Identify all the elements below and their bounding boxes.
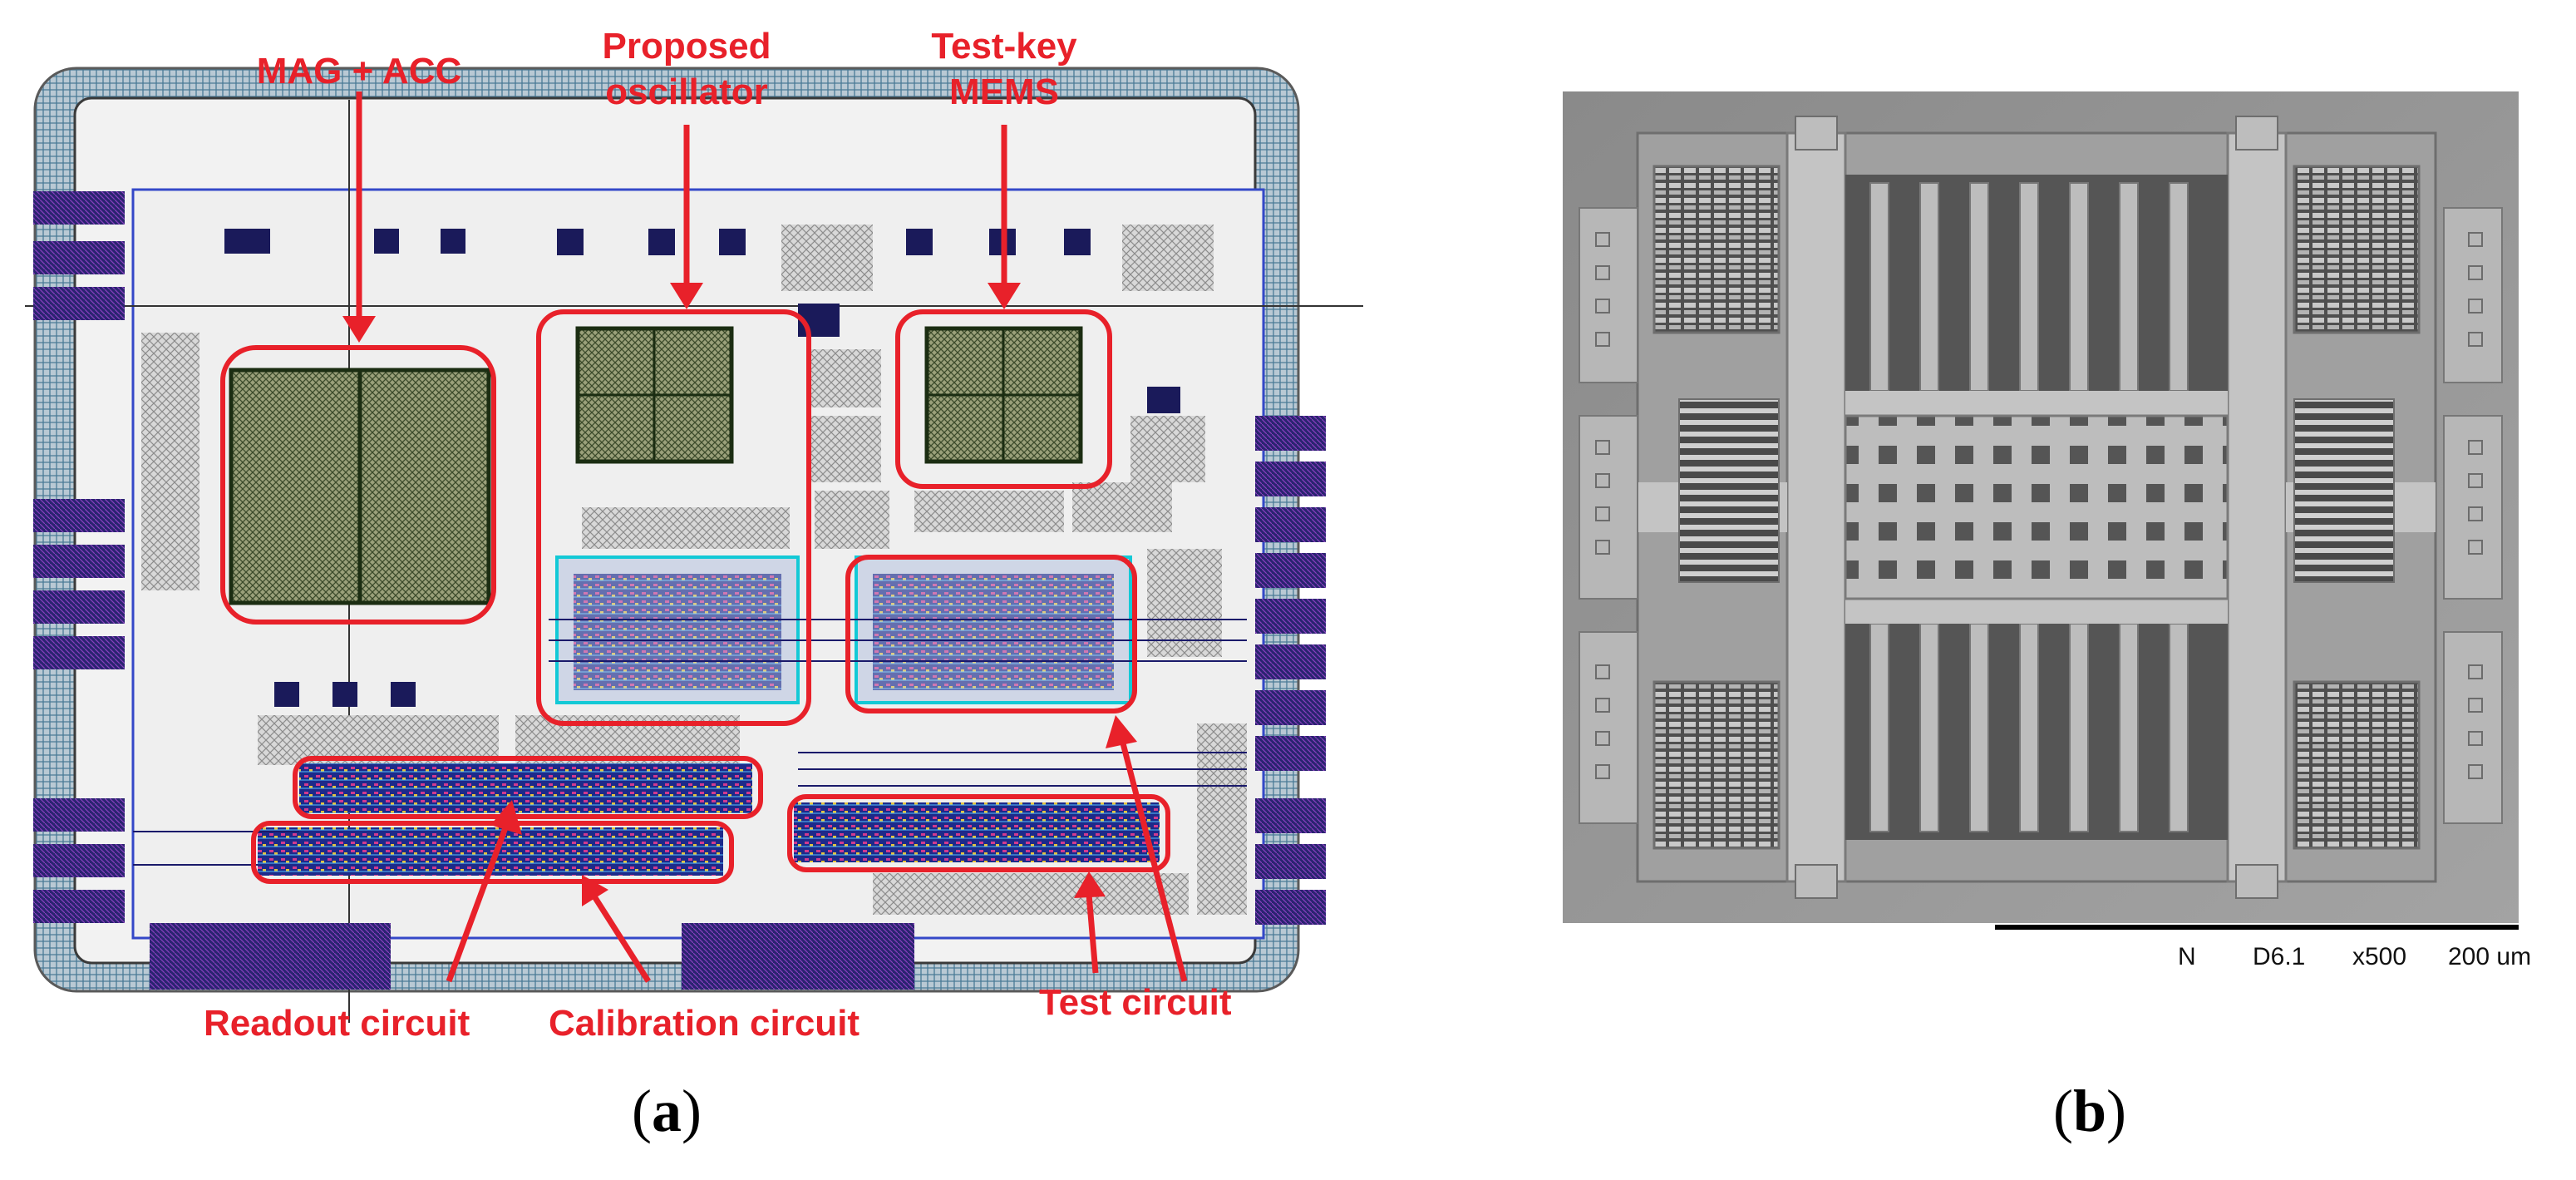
sem-scalebar: N D6.1 x500 200 um	[1995, 925, 2531, 970]
caption-b-letter: b	[2072, 1078, 2107, 1144]
proposed-oscillator-label-line1: Proposed	[603, 26, 771, 67]
test-key-mems-label-line1: Test-key	[931, 26, 1077, 67]
sem-magnification-label: x500	[2352, 943, 2406, 970]
test-key-box	[895, 309, 1112, 489]
readout-circuit-label: Readout circuit	[204, 1003, 470, 1044]
test-key-mems-label-line2: MEMS	[949, 72, 1059, 112]
readout-circuit-block	[299, 763, 752, 813]
test-key-mems	[924, 326, 1083, 464]
sem-scale-length-label: 200 um	[2448, 943, 2531, 970]
oscillator-circuit-block	[555, 555, 1132, 704]
sem-micrograph-figure: N D6.1 x500 200 um	[1563, 91, 2531, 970]
mag-acc-mems	[229, 368, 491, 605]
routing-bus	[133, 619, 1247, 866]
proposed-oscillator-mems	[575, 326, 734, 464]
test-circuit-box	[787, 794, 1170, 872]
test-circuit-region-box	[845, 555, 1137, 713]
readout-box	[293, 756, 763, 819]
top-bond-pads	[224, 229, 1180, 707]
proposed-oscillator-label-line2: oscillator	[605, 72, 768, 112]
sem-image	[1563, 91, 2519, 923]
caption-a: (a)	[632, 1078, 702, 1144]
mag-acc-box	[220, 345, 496, 625]
sem-wd-label: D6.1	[2253, 943, 2305, 970]
left-bond-pads	[33, 191, 125, 923]
caption-a-letter: a	[651, 1078, 682, 1144]
filler-blocks	[141, 225, 1247, 915]
test-circuit-block	[794, 802, 1160, 862]
proposed-oscillator-box	[536, 309, 811, 726]
test-circuit-label: Test circuit	[1039, 982, 1232, 1023]
calibration-circuit-label: Calibration circuit	[549, 1003, 859, 1044]
bottom-bond-pads	[150, 923, 914, 990]
mag-acc-label: MAG + ACC	[257, 51, 462, 91]
chip-layout-figure: MAG + ACC Proposed oscillator Test-key M…	[25, 26, 1363, 1044]
callout-arrows	[342, 91, 1188, 983]
caption-b: (b)	[2053, 1078, 2127, 1144]
sem-mode-label: N	[2178, 943, 2196, 970]
right-bond-pads	[1255, 416, 1326, 925]
